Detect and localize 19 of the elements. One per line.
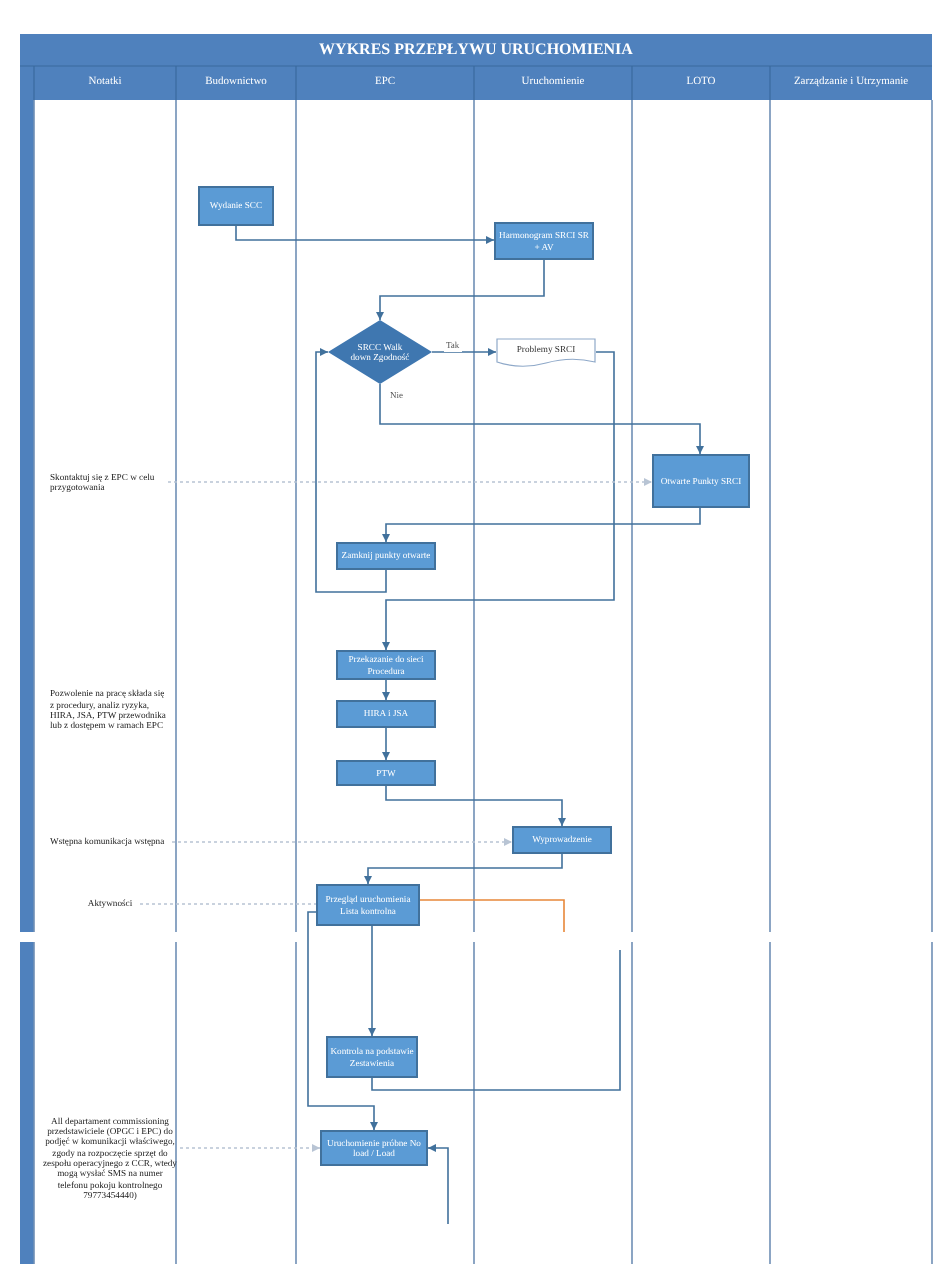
- diagram-title: WYKRES PRZEPŁYWU URUCHOMIENIA: [317, 40, 635, 58]
- arrow: [431, 348, 497, 356]
- arrow: [382, 351, 615, 651]
- arrow: [364, 853, 563, 885]
- arrow: [382, 679, 390, 701]
- dotted-connector: [179, 1144, 321, 1152]
- arrow: [382, 507, 701, 543]
- arrow: [382, 727, 390, 761]
- arrow: [379, 383, 704, 455]
- arrow: [307, 911, 378, 1131]
- arrow: [235, 225, 495, 244]
- arrow: [376, 259, 545, 321]
- dotted-connector: [139, 903, 317, 905]
- arrow: [315, 348, 387, 593]
- dotted-connector: [171, 838, 513, 846]
- arrow: [385, 785, 566, 827]
- arrow: [368, 925, 376, 1037]
- arrow: [427, 1144, 449, 1225]
- dotted-connector: [167, 478, 653, 486]
